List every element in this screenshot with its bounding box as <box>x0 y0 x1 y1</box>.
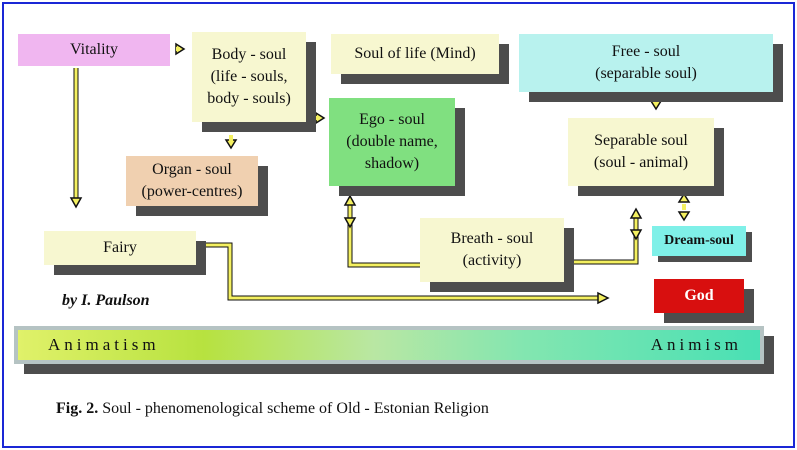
arrow-breath-separable-up <box>629 207 643 219</box>
fairy-box: Fairy <box>44 231 196 265</box>
arrow-body-organ <box>224 139 238 150</box>
arrow-separable-dream-down <box>677 211 691 222</box>
arrow-vitality-fairy <box>69 197 83 209</box>
dream-soul-box: Dream-soul <box>652 226 746 256</box>
vitality-box: Vitality <box>18 34 170 66</box>
arrow-ego-breath-up <box>343 194 357 206</box>
figure-caption: Fig. 2. Soul - phenomenological scheme o… <box>56 400 489 418</box>
arrow-body-ego <box>315 111 326 125</box>
arrow-separable-dream-up <box>677 192 691 203</box>
breath-soul-box: Breath - soul (activity) <box>420 218 564 282</box>
animatism-animism-scale: Animatism Animism <box>14 326 764 364</box>
body-soul-box: Body - soul (life - souls, body - souls) <box>192 32 306 122</box>
byline: by I. Paulson <box>62 292 150 309</box>
ego-soul-box: Ego - soul (double name, shadow) <box>329 98 455 186</box>
caption-label: Fig. 2. <box>56 400 99 417</box>
arrow-to-god <box>597 291 610 305</box>
arrow-free-separable <box>649 100 663 111</box>
soul-of-life-box: Soul of life (Mind) <box>331 34 499 74</box>
separable-soul-box: Separable soul (soul - animal) <box>568 118 714 186</box>
god-box: God <box>654 279 744 313</box>
scale-right-label: Animism <box>650 335 742 354</box>
arrow-ego-breath-down <box>343 217 357 229</box>
free-soul-box: Free - soul (separable soul) <box>519 34 773 92</box>
organ-soul-box: Organ - soul (power-centres) <box>126 156 258 206</box>
arrow-breath-separable-down <box>629 229 643 241</box>
scale-left-label: Animatism <box>48 335 160 354</box>
caption-text: Soul - phenomenological scheme of Old - … <box>102 400 489 417</box>
